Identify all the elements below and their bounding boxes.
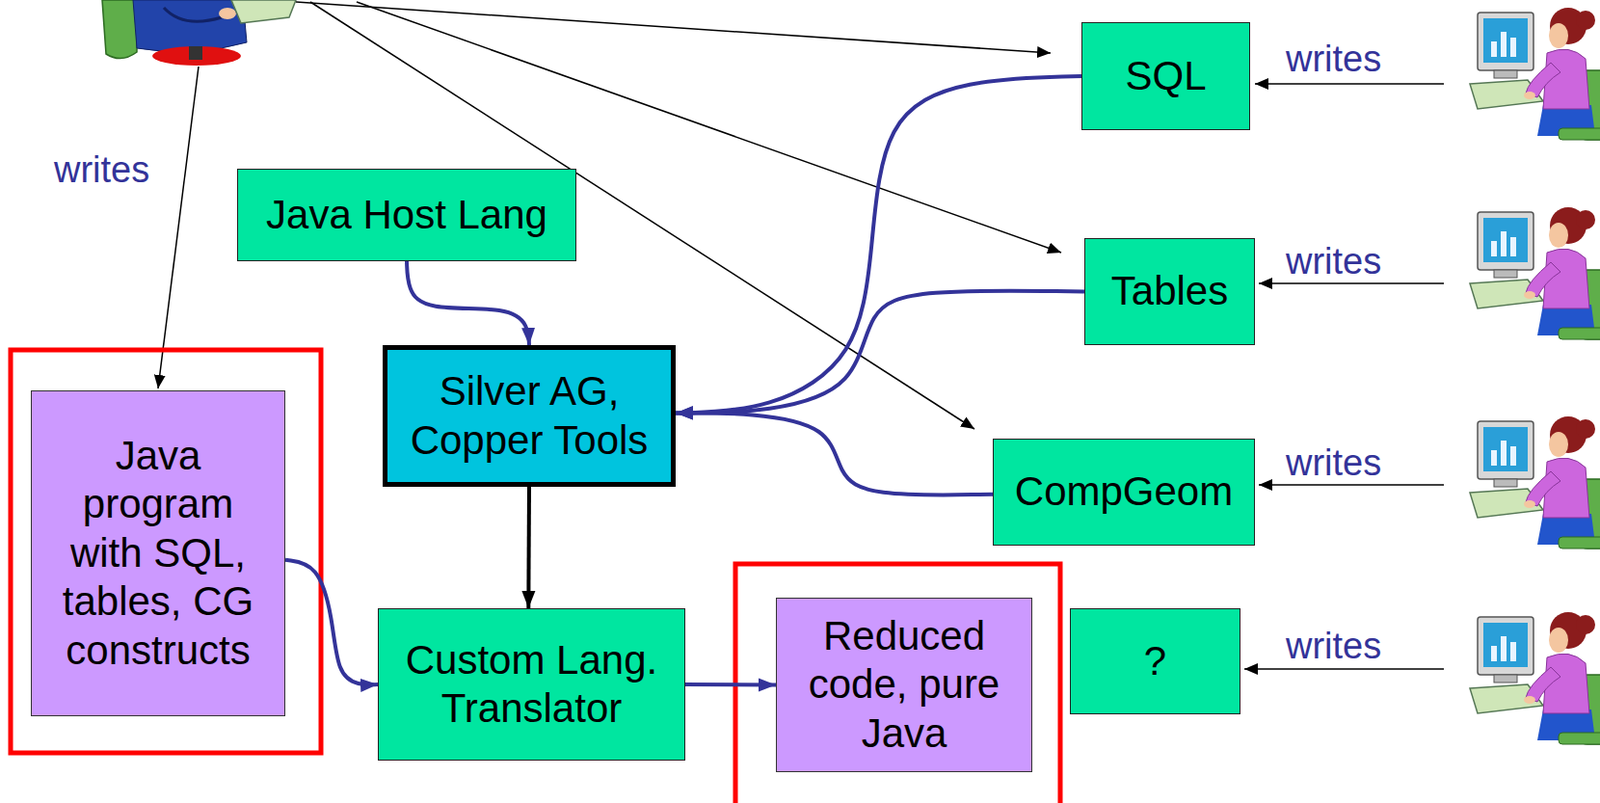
writer-icon — [102, 0, 296, 66]
tool-box: Silver AG, Copper Tools — [382, 345, 676, 487]
action-label: writes — [1285, 627, 1382, 665]
action-label: writes — [1285, 444, 1382, 481]
language-box: Tables — [1084, 238, 1255, 346]
language-box: ? — [1069, 608, 1241, 715]
program-box: Java program with SQL, tables, CG constr… — [30, 390, 286, 717]
flow-connector — [526, 486, 532, 609]
language-box: SQL — [1081, 22, 1251, 131]
flow-connector — [675, 76, 1082, 414]
box-text: CompGeom — [1014, 467, 1233, 516]
box-text: Reduced code, pure Java — [786, 612, 1022, 758]
action-label: writes — [1285, 242, 1382, 280]
language-box: Java Host Lang — [237, 168, 577, 262]
writer-icon — [1469, 416, 1600, 549]
flow-connector — [685, 682, 776, 688]
language-box: CompGeom — [992, 438, 1255, 546]
action-label: writes — [53, 151, 150, 188]
writer-icon — [1469, 612, 1600, 745]
box-text: SQL — [1124, 52, 1206, 101]
writer-icon — [1469, 207, 1600, 340]
flow-connector — [406, 261, 530, 346]
uses-arrow — [295, 1, 1051, 54]
box-text: ? — [1144, 637, 1167, 686]
writes-arrow — [1258, 483, 1444, 486]
flow-connector — [675, 412, 993, 495]
writes-arrow — [1258, 282, 1444, 285]
box-text: Custom Lang. Translator — [388, 636, 675, 734]
highlight-frame — [10, 349, 321, 753]
flow-connector — [285, 560, 378, 686]
writes-arrow — [1244, 667, 1444, 670]
writer-icon — [1469, 7, 1600, 140]
translator-box: Custom Lang. Translator — [377, 608, 686, 761]
flow-connector — [675, 291, 1085, 414]
writes-arrow — [1254, 82, 1444, 85]
box-text: Tables — [1111, 266, 1228, 316]
box-text: Silver AG, Copper Tools — [397, 367, 662, 465]
writes-arrow — [158, 66, 199, 389]
box-text: Java program with SQL, tables, CG constr… — [41, 431, 275, 675]
action-label: writes — [1285, 40, 1382, 78]
highlight-frame — [735, 563, 1061, 803]
program-box: Reduced code, pure Java — [775, 597, 1033, 773]
box-text: Java Host Lang — [266, 190, 548, 240]
